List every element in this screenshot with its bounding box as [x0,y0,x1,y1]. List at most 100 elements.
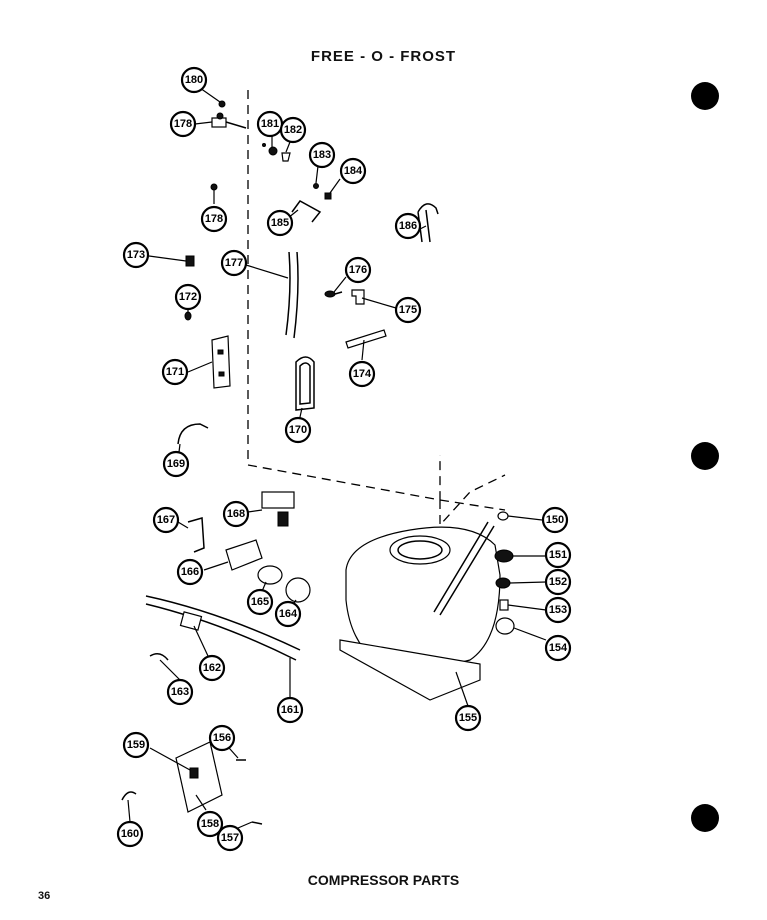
svg-text:185: 185 [271,217,289,229]
callout-171: 171 [161,358,189,386]
part-173-clip [185,255,195,267]
svg-text:160: 160 [121,828,139,840]
part-155-compressor [339,521,501,701]
part-165-overload [257,565,283,585]
part-171-bracket [211,335,231,389]
callout-165: 165 [246,588,274,616]
part-163-clip [149,653,169,661]
part-160-wire [121,791,137,801]
part-169-wire [177,423,209,445]
part-153-sleeve [499,599,509,611]
svg-text:161: 161 [281,704,299,716]
svg-text:177: 177 [225,257,243,269]
callout-157: 157 [216,824,244,852]
svg-text:175: 175 [399,304,417,316]
callout-151: 151 [544,541,572,569]
part-174-heater [345,329,387,349]
callout-160: 160 [116,820,144,848]
part-185-bracket [291,200,322,223]
cabinet-outline [247,90,506,527]
part-151-grommet [494,549,514,563]
callout-172: 172 [174,283,202,311]
callout-183-top: 183 [308,141,336,169]
part-186-tube [417,203,439,243]
binder-hole-bottom [691,804,719,832]
callout-182: 182 [279,116,307,144]
binder-hole-middle [691,442,719,470]
callout-167: 167 [152,506,180,534]
callout-154: 154 [544,634,572,662]
svg-text:165: 165 [251,596,269,608]
callout-161: 161 [276,696,304,724]
callout-156: 156 [208,724,236,752]
part-179-valve [211,112,247,129]
page-title: FREE - O - FROST [310,48,457,65]
part-181-182-clips [262,143,291,162]
callout-186: 186 [394,212,422,240]
svg-text:159: 159 [127,739,145,751]
svg-text:178: 178 [205,213,223,225]
callout-169: 169 [162,450,190,478]
svg-text:172: 172 [179,291,197,303]
callout-175: 175 [394,296,422,324]
callout-152: 152 [544,568,572,596]
binder-hole-top [691,82,719,110]
callout-164: 164 [274,600,302,628]
callout-173: 173 [122,241,150,269]
svg-text:178: 178 [174,118,192,130]
callout-177: 177 [220,249,248,277]
callout-150: 150 [541,506,569,534]
svg-text:180: 180 [185,74,203,86]
callout-181: 181 [256,110,284,138]
svg-text:173: 173 [127,249,145,261]
diagram-caption: COMPRESSOR PARTS [307,872,460,888]
svg-text:154: 154 [549,642,568,654]
svg-text:169: 169 [167,458,185,470]
part-170-gasket [295,356,315,411]
part-177-drain-tube [285,251,299,339]
part-172-screw [184,311,192,321]
leader-lines [127,87,547,829]
svg-text:151: 151 [549,549,567,561]
svg-text:164: 164 [279,608,298,620]
callout-168: 168 [222,500,250,528]
svg-text:167: 167 [157,514,175,526]
callout-166: 166 [176,558,204,586]
part-150-bolt [497,511,509,521]
part-176-screw [324,290,343,298]
part-167-clip [187,517,205,553]
svg-text:163: 163 [171,686,189,698]
part-175-clamp [351,289,365,305]
callout-180: 180 [180,66,208,94]
part-154-mount [495,617,515,635]
part-164-capacitor [285,577,311,603]
part-166-cover [225,539,263,571]
part-168-relay [261,491,295,527]
callout-163: 163 [166,678,194,706]
svg-text:153: 153 [549,604,567,616]
callout-153: 153 [544,596,572,624]
part-158-bracket [175,741,223,813]
part-178-screw [210,183,218,191]
svg-text:155: 155 [459,712,477,724]
svg-text:157: 157 [221,832,239,844]
svg-text:168: 168 [227,508,245,520]
svg-text:152: 152 [549,576,567,588]
svg-text:171: 171 [166,366,184,378]
svg-text:174: 174 [353,368,372,380]
part-183-184-nut [313,183,332,200]
page-number: 36 [38,890,51,902]
part-157-screw [251,821,263,825]
callout-162: 162 [198,654,226,682]
callout-158: 158 [196,810,224,838]
part-162-cord [145,595,301,661]
callout-174: 174 [348,360,376,388]
svg-text:182: 182 [284,124,302,136]
svg-text:183: 183 [313,149,331,161]
callout-170: 170 [284,416,312,444]
svg-text:158: 158 [201,818,219,830]
part-180-screw [218,100,226,108]
svg-text:162: 162 [203,662,221,674]
callout-159: 159 [122,731,150,759]
